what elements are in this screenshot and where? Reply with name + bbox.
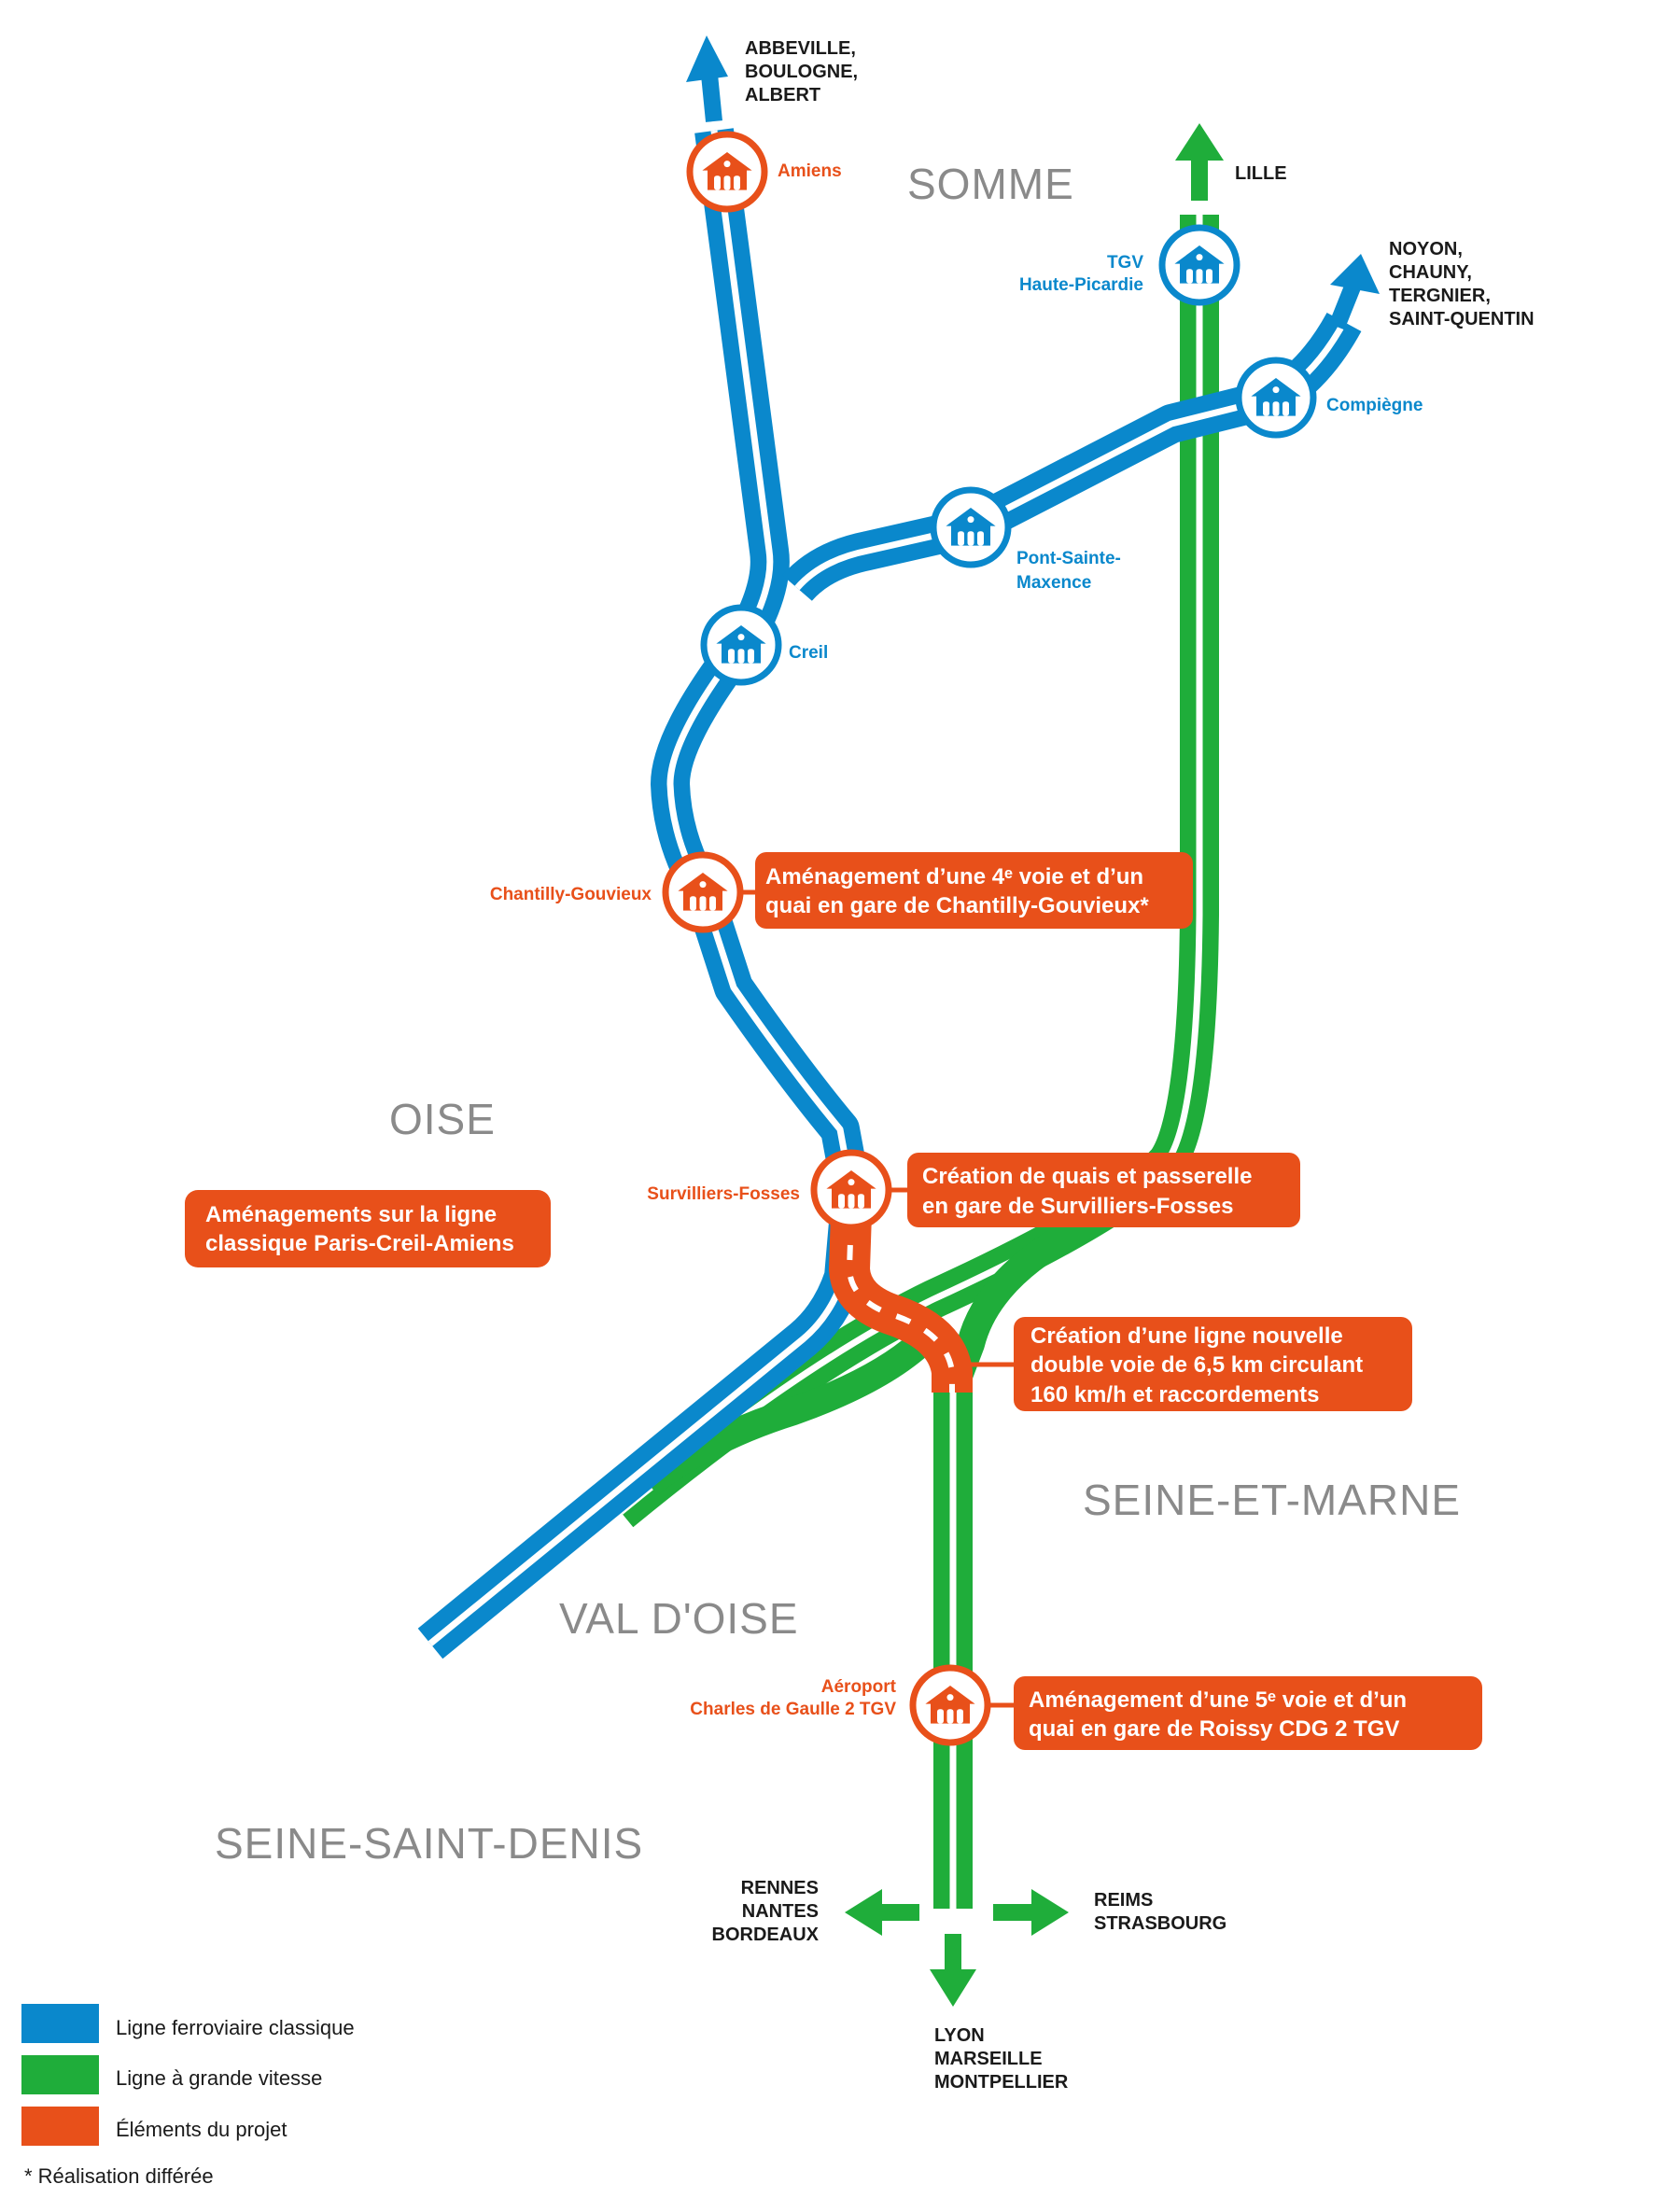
dest-ne-3: TERGNIER, [1389,286,1491,306]
region-val-d-oise: VAL D'OISE [559,1594,799,1643]
dest-n-1: LILLE [1235,163,1287,184]
new-line-project [829,1212,973,1393]
label-tgv: TGV [1107,253,1143,273]
legend-swatch-classic [21,2004,99,2043]
dest-ne-2: CHAUNY, [1389,262,1472,283]
station-chantilly-gouvieux[interactable] [662,851,744,933]
legend-label: Ligne ferroviaire classique [116,2016,355,2039]
creil-compiegne-line [782,312,1362,602]
label-survilliers: Survilliers-Fosses [647,1184,800,1204]
label-creil: Creil [789,643,828,663]
label-maxence: Maxence [1016,573,1091,593]
arrow-south [930,1934,976,2007]
station-survilliers-fosses[interactable] [810,1149,892,1231]
callout-line: classique Paris-Creil-Amiens [205,1231,514,1256]
station-labels: Amiens TGV Haute-Picardie Compiègne Pont… [490,161,1423,1719]
legend-swatch-high-speed [21,2055,99,2094]
arrow-west [845,1889,919,1936]
region-oise: OISE [389,1095,496,1143]
arrows [686,35,1380,2007]
dest-s-1: LYON [934,2025,985,2046]
station-amiens[interactable] [686,131,768,213]
callouts: Aménagement d’une 4ᵉ voie et d’un quai e… [185,852,1482,1750]
arrow-east [993,1889,1069,1936]
callout-new-line: Création d’une ligne nouvelle double voi… [971,1317,1412,1411]
regions: SOMME OISE SEINE-ET-MARNE VAL D'OISE SEI… [215,160,1461,1868]
dest-w-3: BORDEAUX [712,1925,820,1945]
callout-line: double voie de 6,5 km circulant [1030,1352,1363,1378]
callout-line: Aménagements sur la ligne [205,1202,497,1227]
dest-s-2: MARSEILLE [934,2049,1043,2069]
dest-nw-3: ALBERT [745,85,820,105]
callout-line: Aménagement d’une 5ᵉ voie et d’un [1029,1687,1407,1713]
callout-line: quai en gare de Roissy CDG 2 TGV [1029,1716,1399,1742]
station-tgv-haute-picardie[interactable] [1158,224,1240,306]
station-cdg-2-tgv[interactable] [909,1664,991,1746]
arrow-north-east [1328,254,1380,330]
dest-w-1: RENNES [741,1878,819,1898]
dest-e-1: REIMS [1094,1890,1153,1911]
callout-classic-line: Aménagements sur la ligne classique Pari… [185,1190,551,1267]
legend-swatch-project [21,2107,99,2146]
dest-s-3: MONTPELLIER [934,2072,1069,2093]
dest-nw-1: ABBEVILLE, [745,38,856,59]
dest-e-2: STRASBOURG [1094,1913,1226,1934]
callout-cdg: Aménagement d’une 5ᵉ voie et d’un quai e… [986,1676,1482,1750]
callout-line: en gare de Survilliers-Fosses [922,1194,1233,1219]
callout-line: 160 km/h et raccordements [1030,1382,1319,1407]
label-pont-sainte: Pont-Sainte- [1016,549,1121,568]
callout-line: quai en gare de Chantilly-Gouvieux* [765,893,1149,918]
label-cdg: Charles de Gaulle 2 TGV [690,1700,896,1719]
legend-footnote: * Réalisation différée [24,2164,214,2188]
region-seine-saint-denis: SEINE-SAINT-DENIS [215,1819,643,1868]
label-compiegne: Compiègne [1326,396,1423,415]
label-haute-picardie: Haute-Picardie [1019,275,1143,295]
station-creil[interactable] [700,604,782,686]
region-seine-et-marne: SEINE-ET-MARNE [1083,1476,1461,1524]
arrow-north-west [686,35,728,122]
region-somme: SOMME [907,160,1074,208]
station-pont-sainte-maxence[interactable] [930,486,1012,568]
label-amiens: Amiens [778,161,842,181]
callout-chantilly: Aménagement d’une 4ᵉ voie et d’un quai e… [737,852,1193,929]
label-chantilly: Chantilly-Gouvieux [490,885,652,904]
callout-line: Création d’une ligne nouvelle [1030,1323,1343,1349]
dest-ne-4: SAINT-QUENTIN [1389,309,1535,329]
callout-line: Aménagement d’une 4ᵉ voie et d’un [765,864,1143,889]
dest-nw-2: BOULOGNE, [745,62,858,82]
destinations: ABBEVILLE, BOULOGNE, ALBERT LILLE NOYON,… [712,38,1535,2093]
arrow-north [1175,123,1224,201]
callout-survilliers: Création de quais et passerelle en gare … [887,1153,1300,1227]
legend-label: Éléments du projet [116,2118,287,2141]
station-compiegne[interactable] [1235,357,1317,439]
dest-w-2: NANTES [742,1901,819,1922]
dest-ne-1: NOYON, [1389,239,1463,259]
legend-label: Ligne à grande vitesse [116,2066,322,2090]
label-aeroport: Aéroport [821,1677,897,1697]
callout-line: Création de quais et passerelle [922,1164,1252,1189]
legend: Ligne ferroviaire classique Ligne à gran… [21,2004,355,2188]
